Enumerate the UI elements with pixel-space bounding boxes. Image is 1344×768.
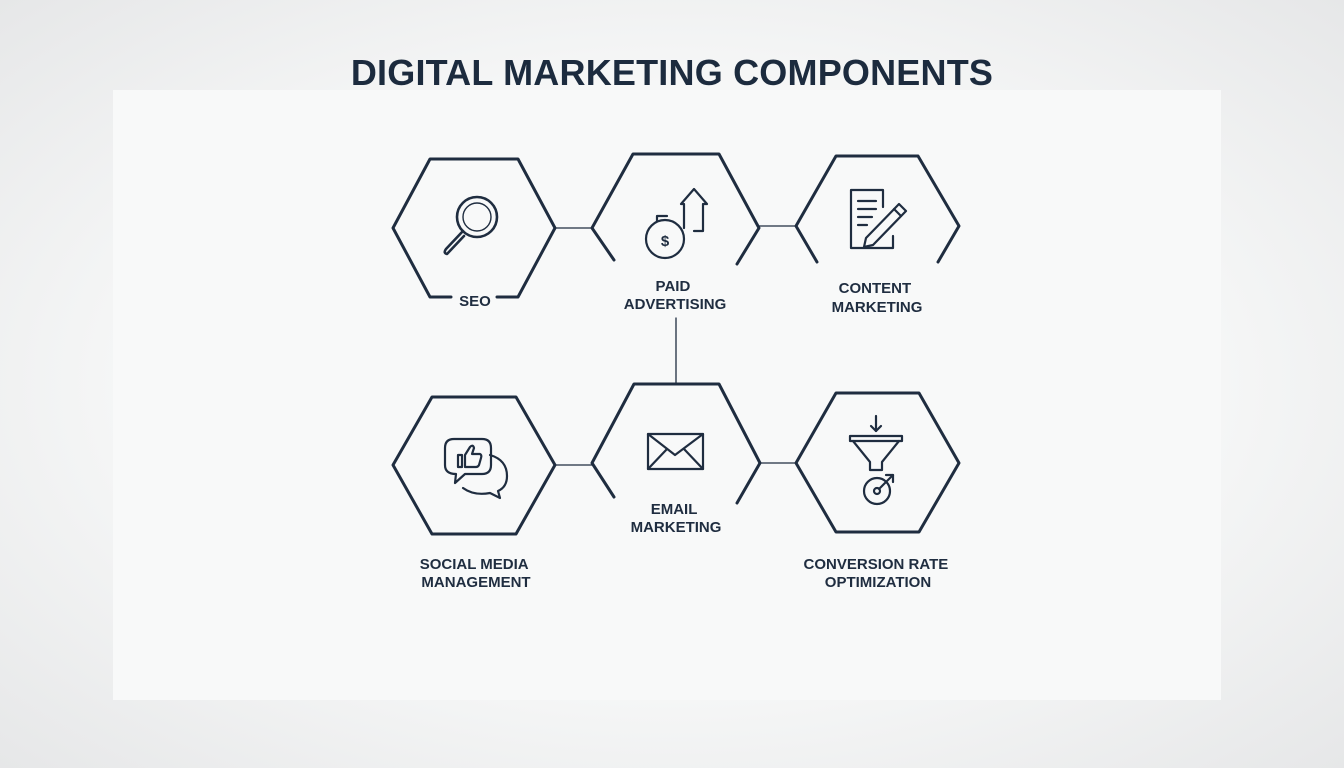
svg-text:CONVERSION RATE OPTIMI: CONVERSION RATE OPTIMIZATION — [804, 556, 953, 591]
document-pencil-icon — [849, 188, 908, 250]
label-seo-line-1: SEO — [459, 293, 491, 310]
label-email-marketing-line-1: EMAIL — [651, 501, 698, 518]
hexagon-seo — [391, 157, 557, 299]
hexagon-social-media-management — [391, 395, 557, 536]
svg-text:SEO: SEO — [459, 293, 491, 310]
magnifying-glass-icon — [443, 195, 499, 256]
component-seo: SEO — [391, 157, 557, 310]
component-social-media-management: SOCIAL MEDIA MANAGEMENT — [391, 395, 557, 591]
hexagon-paid-advertising — [590, 152, 761, 266]
svg-text:PAID ADVERTISING: PAID ADVERTISING — [624, 278, 727, 313]
label-conversion-line-2: OPTIMIZATION — [825, 574, 931, 591]
page-title: DIGITAL MARKETING COMPONENTS — [350, 52, 994, 93]
envelope-icon — [646, 432, 705, 471]
dollar-sign: $ — [661, 233, 670, 250]
hexagon-content-marketing — [794, 154, 961, 264]
label-paid-advertising-line-1: PAID — [656, 278, 691, 295]
component-email-marketing: EMAIL MARKETING — [590, 382, 762, 536]
label-social-media-line-1: SOCIAL MEDIA — [420, 556, 529, 573]
label-content-marketing-line-1: CONTENT — [839, 280, 912, 297]
component-conversion-rate-optimization: CONVERSION RATE OPTIMIZATION — [794, 391, 961, 591]
hexagon-email-marketing — [590, 382, 762, 505]
label-conversion-line-1: CONVERSION RATE — [804, 556, 949, 573]
hexagon-conversion-rate-optimization — [794, 391, 961, 534]
connector-lines — [554, 225, 797, 466]
label-email-marketing-line-2: MARKETING — [631, 519, 722, 536]
label-paid-advertising-line-2: ADVERTISING — [624, 296, 727, 313]
funnel-target-icon — [848, 414, 904, 506]
label-content-marketing-line-2: MARKETING — [832, 299, 923, 316]
component-content-marketing: CONTENT MARKETING — [794, 154, 961, 316]
chat-thumbs-up-icon — [443, 437, 509, 500]
svg-text:EMAIL MARKETING: EMAIL MARKETING — [631, 501, 722, 536]
diagram-panel — [113, 90, 1221, 700]
dollar-coin-up-arrow-icon — [644, 187, 709, 260]
label-social-media-line-2: MANAGEMENT — [421, 574, 530, 591]
svg-text:SOCIAL MEDIA MANAGEMEN: SOCIAL MEDIA MANAGEMENT — [420, 556, 533, 591]
svg-text:CONTENT MARKETING: CONTENT MARKETING — [832, 280, 923, 316]
component-paid-advertising: $ PAID ADVERTISING — [590, 152, 761, 313]
